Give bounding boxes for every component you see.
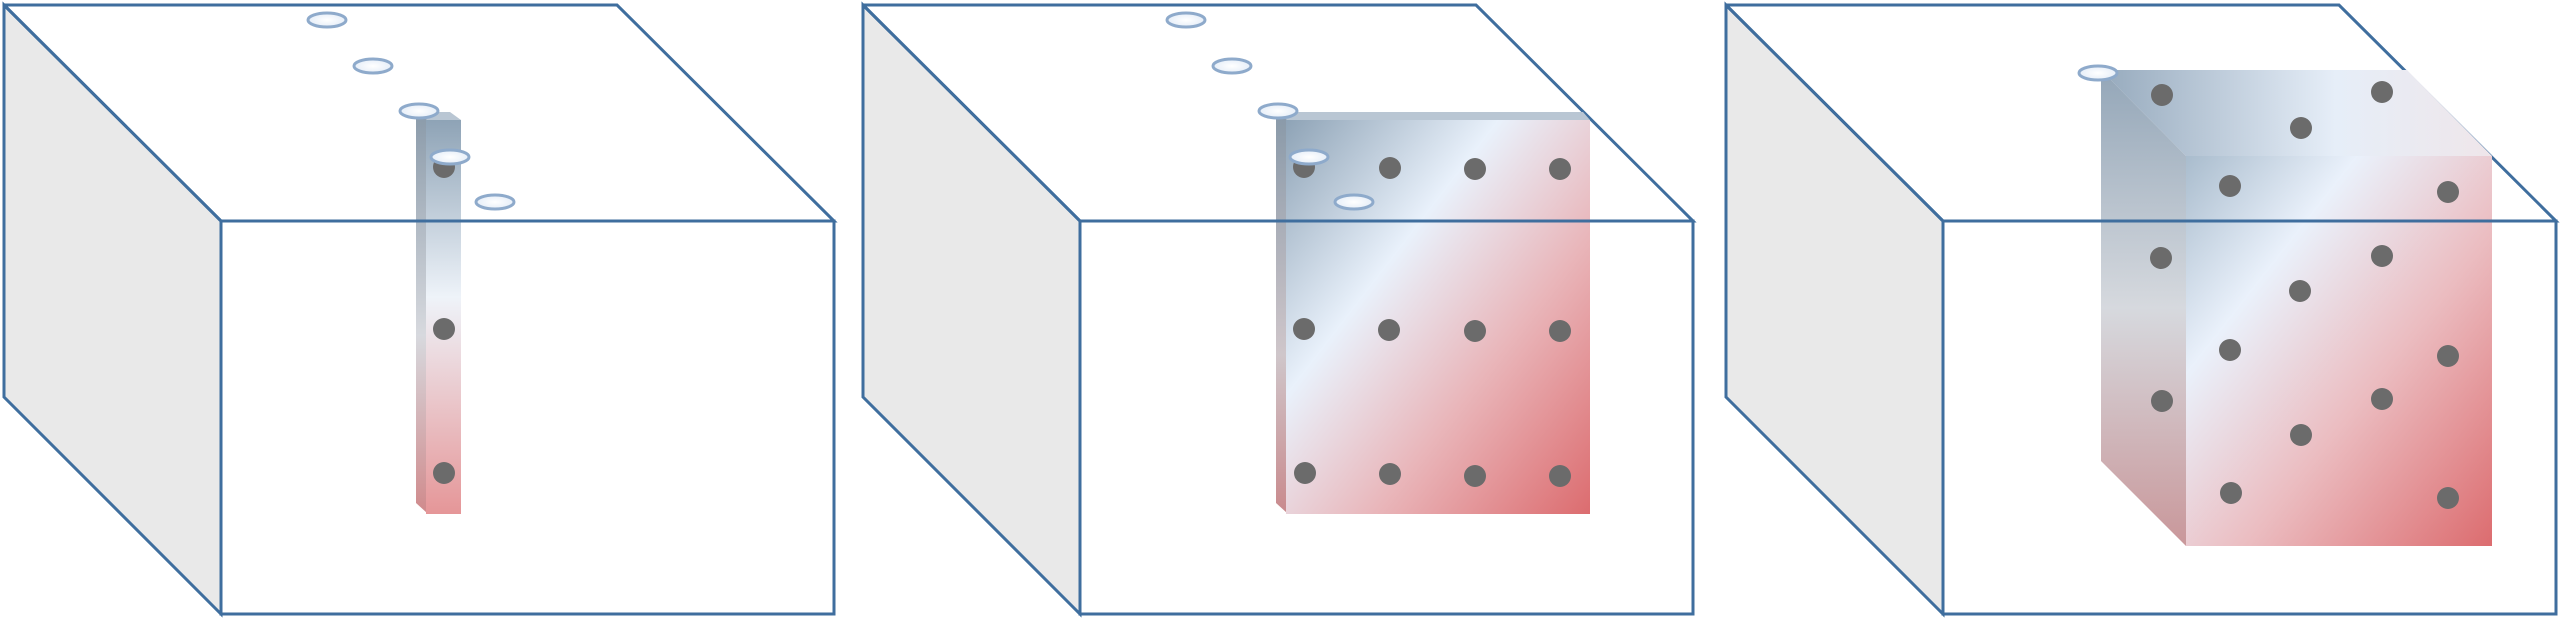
particle-slab bbox=[1276, 112, 1590, 514]
oval-marker bbox=[306, 11, 348, 29]
oval-marker bbox=[1257, 102, 1299, 120]
box-side-face bbox=[863, 5, 1080, 614]
column-side-face bbox=[416, 118, 427, 513]
oval-marker-group bbox=[306, 11, 516, 211]
container-front-face bbox=[219, 219, 836, 616]
particle bbox=[1378, 319, 1400, 341]
particle bbox=[2219, 175, 2241, 197]
oval-marker bbox=[2077, 64, 2119, 82]
slab-side-face bbox=[1276, 118, 1287, 513]
oval-marker bbox=[398, 102, 440, 120]
particle bbox=[2437, 345, 2459, 367]
particle bbox=[1549, 320, 1571, 342]
particle bbox=[1379, 157, 1401, 179]
oval-marker bbox=[352, 57, 394, 75]
particle bbox=[2290, 117, 2312, 139]
oval-marker bbox=[1288, 148, 1330, 166]
oval-marker bbox=[429, 148, 471, 166]
container-front-face bbox=[1078, 219, 1695, 616]
particle bbox=[2151, 390, 2173, 412]
particle bbox=[1549, 158, 1571, 180]
particle bbox=[1464, 158, 1486, 180]
particle bbox=[1549, 465, 1571, 487]
oval-marker bbox=[1211, 57, 1253, 75]
panel-1 bbox=[2, 1, 838, 618]
particle-group bbox=[1293, 156, 1571, 487]
oval-marker-group bbox=[1165, 11, 1375, 211]
particle-group bbox=[2150, 81, 2459, 509]
slab-top-face bbox=[1276, 112, 1590, 120]
container-front-face bbox=[1941, 219, 2558, 616]
particle bbox=[433, 318, 455, 340]
panel-2 bbox=[861, 1, 1697, 618]
particle bbox=[1464, 320, 1486, 342]
slab-front-face bbox=[1286, 120, 1590, 514]
particle bbox=[2289, 280, 2311, 302]
particle-block bbox=[2101, 70, 2492, 546]
oval-marker bbox=[474, 193, 516, 211]
box-side-face bbox=[4, 5, 221, 614]
particle bbox=[433, 462, 455, 484]
particle bbox=[2371, 81, 2393, 103]
particle bbox=[2437, 487, 2459, 509]
particle bbox=[2220, 482, 2242, 504]
particle bbox=[2219, 339, 2241, 361]
particle bbox=[1379, 463, 1401, 485]
particle bbox=[1293, 318, 1315, 340]
oval-marker-group bbox=[2077, 64, 2119, 82]
block-side-face bbox=[2101, 70, 2186, 546]
box-side-face bbox=[1726, 5, 1943, 614]
particle bbox=[2151, 84, 2173, 106]
panel-3 bbox=[1724, 1, 2560, 618]
oval-marker bbox=[1333, 193, 1375, 211]
column-front-face bbox=[426, 120, 461, 514]
particle bbox=[2437, 181, 2459, 203]
particle bbox=[2150, 247, 2172, 269]
block-top-face bbox=[2101, 70, 2492, 156]
oval-marker bbox=[1165, 11, 1207, 29]
particle bbox=[1294, 462, 1316, 484]
particle bbox=[2290, 424, 2312, 446]
particle bbox=[2371, 388, 2393, 410]
particle bbox=[1464, 465, 1486, 487]
particle bbox=[2371, 245, 2393, 267]
